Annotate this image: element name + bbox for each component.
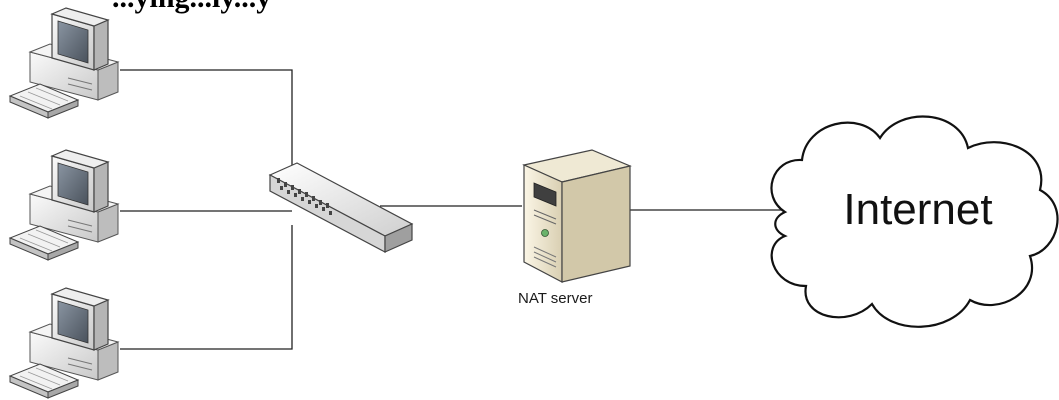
workstation-icon-2[interactable]: [9, 149, 119, 261]
nat-server-label: NAT server: [518, 290, 593, 307]
workstation-icon-3[interactable]: [9, 287, 119, 399]
link-pc1-switch: [120, 69, 293, 165]
link-pc3-switch: [120, 225, 293, 350]
switch-icon[interactable]: [268, 162, 414, 253]
workstation-icon-1[interactable]: [9, 7, 119, 119]
server-icon[interactable]: [522, 149, 632, 283]
connections: [120, 69, 782, 350]
page-heading-fragment: ...ying...ly...y: [112, 0, 271, 15]
internet-cloud-icon[interactable]: [770, 115, 1059, 328]
internet-label: Internet: [843, 185, 993, 234]
